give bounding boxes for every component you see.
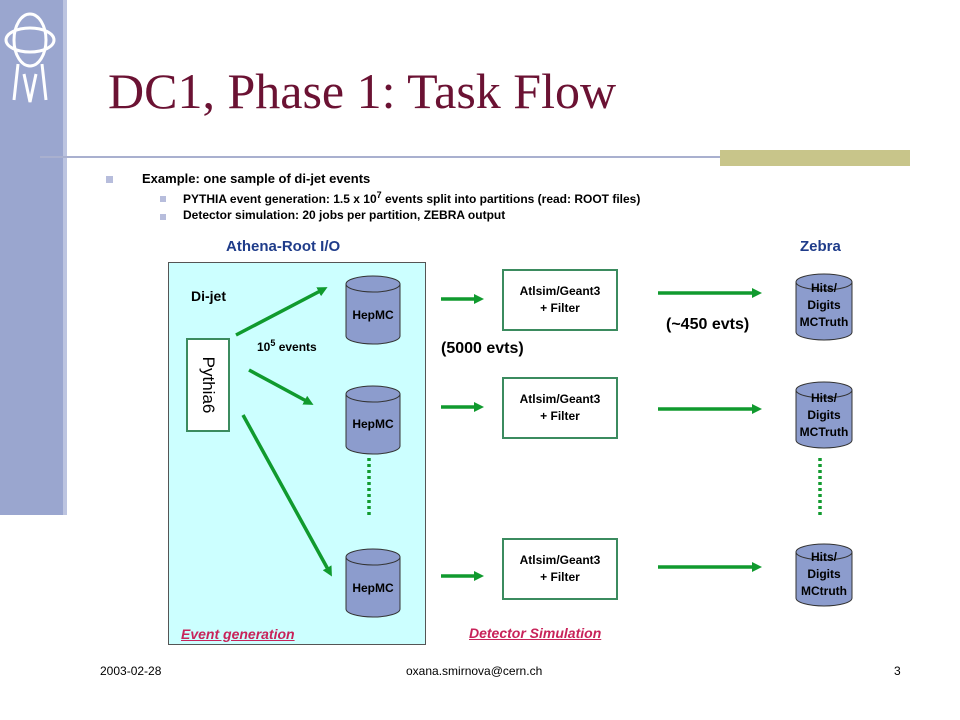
events-exponent: 5 bbox=[270, 338, 276, 348]
bullet-sub-detector: Detector simulation: 20 jobs per partiti… bbox=[183, 208, 506, 222]
bullet-marker bbox=[160, 196, 166, 202]
events-suffix: events bbox=[275, 340, 317, 354]
footer-email: oxana.smirnova@cern.ch bbox=[406, 664, 543, 678]
bullet-sub-pythia-text: PYTHIA event generation: 1.5 x 10 bbox=[183, 192, 377, 206]
event-generation-caption: Event generation bbox=[181, 626, 295, 642]
detector-simulation-caption: Detector Simulation bbox=[469, 625, 602, 641]
title-rule-accent bbox=[720, 150, 910, 166]
atlsim-box-3: Atlsim/Geant3 + Filter bbox=[502, 538, 618, 600]
bullet-marker bbox=[160, 214, 166, 220]
title-rule bbox=[40, 156, 720, 158]
events-count-label: 105 events bbox=[257, 338, 317, 354]
bullet-main: Example: one sample of di-jet events bbox=[142, 171, 371, 186]
hepmc-cylinder-3 bbox=[345, 548, 401, 618]
output-cylinder-2 bbox=[795, 381, 853, 449]
footer-date: 2003-02-28 bbox=[100, 664, 162, 678]
atlas-logo-icon bbox=[4, 12, 56, 103]
arrow-to-hepmc-3 bbox=[241, 414, 332, 577]
hepmc-label-1: HepMC bbox=[352, 308, 394, 322]
atlsim-box-1: Atlsim/Geant3 + Filter bbox=[502, 269, 618, 331]
bullet-sub-pythia: PYTHIA event generation: 1.5 x 107 event… bbox=[183, 190, 640, 206]
footer-page-number: 3 bbox=[894, 664, 901, 678]
pythia6-box: Pythia6 bbox=[186, 338, 230, 432]
output-count-label: (~450 evts) bbox=[666, 316, 750, 333]
arrow-to-hepmc-1 bbox=[235, 287, 328, 337]
header-athena-root-io: Athena-Root I/O bbox=[226, 238, 341, 255]
arrow-to-hepmc-2 bbox=[248, 368, 314, 405]
sidebar-edge bbox=[63, 0, 67, 515]
output-cylinder-1 bbox=[795, 273, 853, 341]
slide-title: DC1, Phase 1: Task Flow bbox=[108, 63, 617, 119]
output-label-2: Hits/ Digits MCTruth bbox=[799, 391, 849, 439]
bullet-marker bbox=[106, 176, 113, 183]
output-label-3: Hits/ Digits MCtruth bbox=[801, 550, 847, 598]
events-base: 10 bbox=[257, 340, 271, 354]
sidebar-band bbox=[0, 0, 63, 515]
input-count-label: (5000 evts) bbox=[441, 340, 524, 357]
hepmc-label-3: HepMC bbox=[352, 581, 394, 595]
hepmc-cylinder-2 bbox=[345, 385, 401, 455]
header-zebra: Zebra bbox=[800, 238, 841, 255]
bullet-sub-pythia-exponent: 7 bbox=[376, 190, 382, 200]
hepmc-label-2: HepMC bbox=[352, 417, 394, 431]
atlsim-box-2: Atlsim/Geant3 + Filter bbox=[502, 377, 618, 439]
hepmc-cylinder-1 bbox=[345, 275, 401, 345]
dijet-label: Di-jet bbox=[191, 288, 226, 304]
bullet-sub-pythia-text-end: events split into partitions (read: ROOT… bbox=[381, 192, 641, 206]
output-cylinder-3 bbox=[795, 543, 853, 607]
output-label-1: Hits/ Digits MCTruth bbox=[799, 281, 849, 329]
